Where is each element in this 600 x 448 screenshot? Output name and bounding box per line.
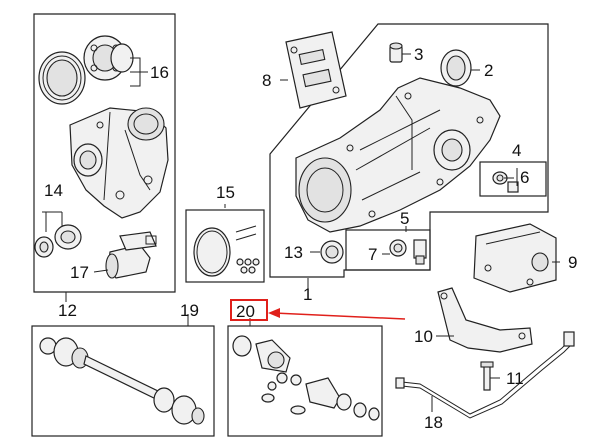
callout-3[interactable]: 3 <box>414 45 423 64</box>
group-5-box <box>345 229 431 271</box>
callout-6[interactable]: 6 <box>520 168 529 187</box>
bearing-cone-part <box>83 35 134 81</box>
callout-15[interactable]: 15 <box>216 183 235 202</box>
callout-2[interactable]: 2 <box>484 61 493 80</box>
callout-10[interactable]: 10 <box>414 327 433 346</box>
gasket-kit-part <box>193 225 260 277</box>
differential-housing-part <box>69 107 169 219</box>
callout-16[interactable]: 16 <box>150 63 169 82</box>
callout-4[interactable]: 4 <box>512 141 521 160</box>
leader-lines <box>42 53 560 412</box>
callout-1[interactable]: 1 <box>303 285 312 304</box>
fill-plug-part <box>389 239 427 265</box>
highlight-box <box>230 299 268 321</box>
mount-bracket-part <box>437 287 533 353</box>
callout-7[interactable]: 7 <box>368 245 377 264</box>
mount-bolt-part <box>480 361 494 391</box>
callout-12[interactable]: 12 <box>58 301 77 320</box>
callout-13[interactable]: 13 <box>284 243 303 262</box>
callout-18[interactable]: 18 <box>424 413 443 432</box>
actuator-motor-part <box>105 231 157 279</box>
bearing-cup-part <box>38 51 86 105</box>
group-12-box <box>33 13 176 293</box>
control-module-part <box>285 31 347 109</box>
group-4-box <box>479 161 547 197</box>
axle-seal-part <box>320 240 344 264</box>
rear-cover-part <box>473 223 557 293</box>
callout-5[interactable]: 5 <box>400 209 409 228</box>
group-19-box <box>31 325 215 437</box>
drive-shaft-part <box>39 337 205 425</box>
callout-17[interactable]: 17 <box>70 263 89 282</box>
group-20-box <box>227 325 383 437</box>
callout-8[interactable]: 8 <box>262 71 271 90</box>
callout-14[interactable]: 14 <box>44 181 63 200</box>
drain-plug-part <box>492 171 519 193</box>
seal-part <box>34 224 82 258</box>
callout-19[interactable]: 19 <box>180 301 199 320</box>
breather-plug-part <box>389 42 403 63</box>
oil-seal-part <box>440 49 472 87</box>
rear-differential-housing-part <box>295 77 501 233</box>
vent-hose-part <box>395 331 575 419</box>
highlight-arrow <box>268 308 406 320</box>
group-15-box <box>185 209 265 283</box>
callout-20[interactable]: 20 <box>236 302 255 321</box>
callout-11[interactable]: 11 <box>506 369 524 388</box>
boot-kit-part <box>232 335 380 421</box>
callout-9[interactable]: 9 <box>568 253 577 272</box>
